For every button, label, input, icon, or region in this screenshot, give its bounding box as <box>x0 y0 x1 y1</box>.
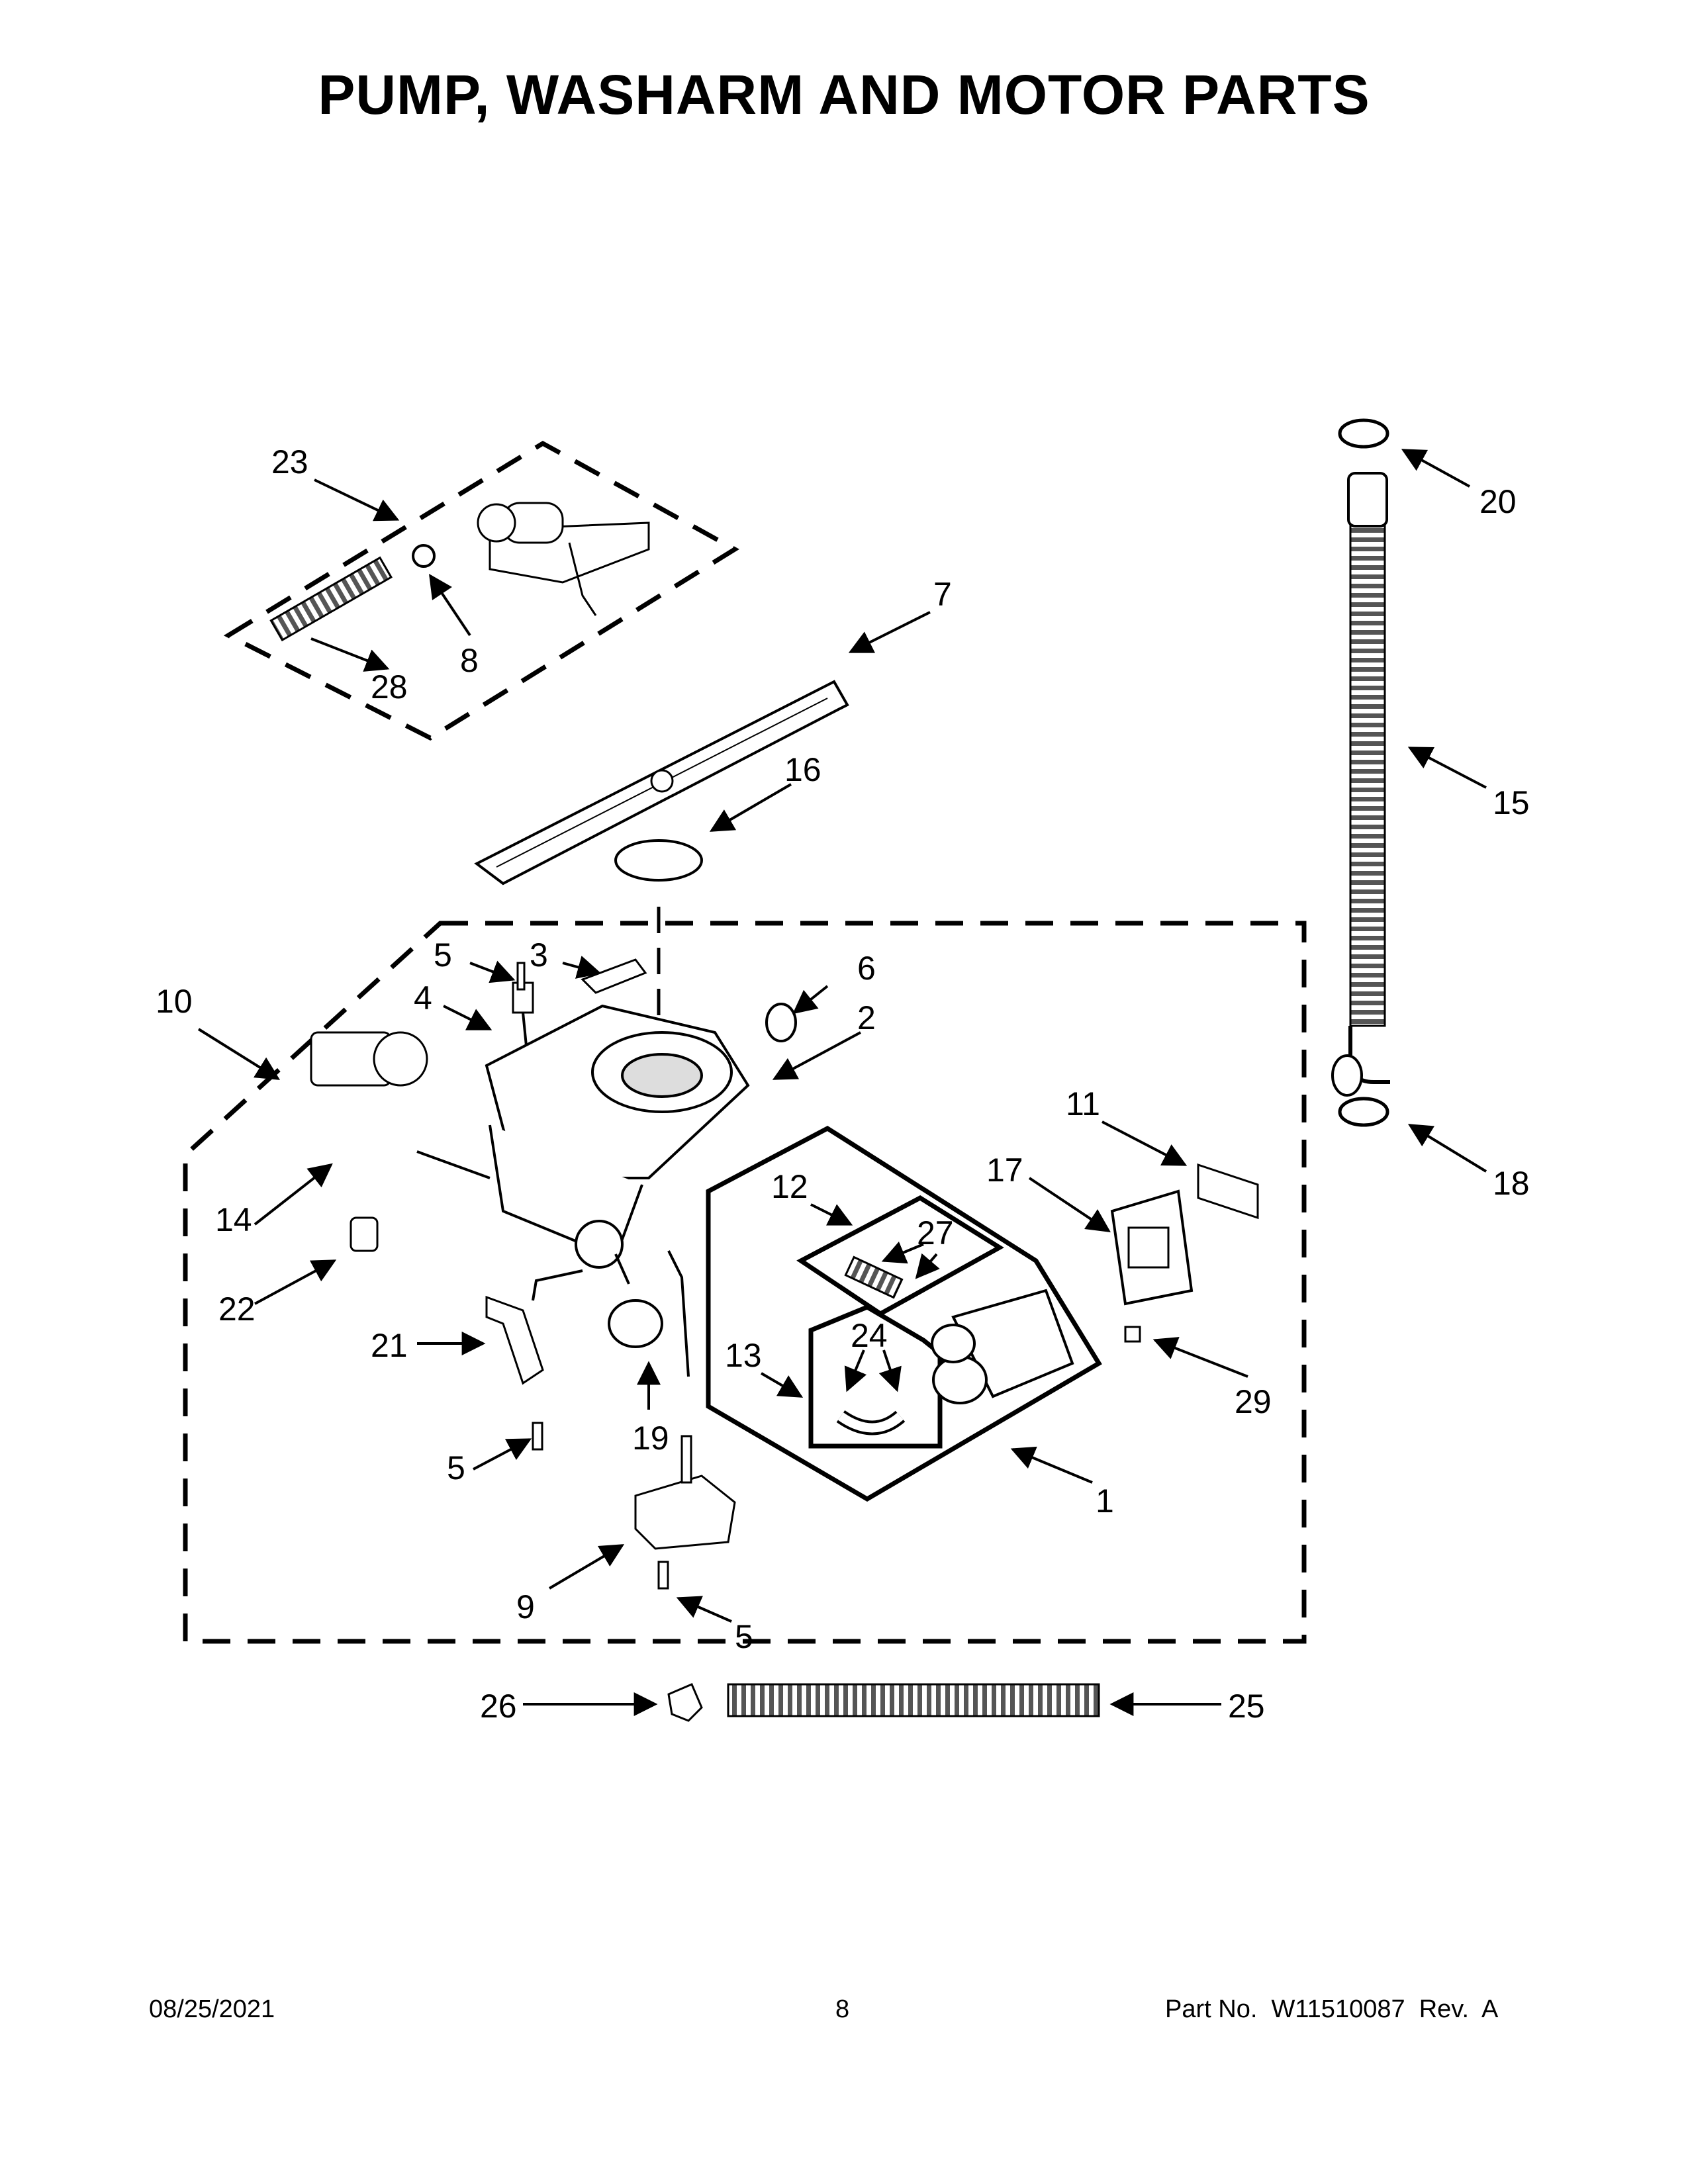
part-3-clip <box>581 958 647 994</box>
callout-19: 19 <box>632 1420 669 1457</box>
callout-18: 18 <box>1493 1165 1530 1202</box>
part-14-motor <box>310 1031 428 1087</box>
part-29-screw <box>1124 1326 1141 1343</box>
part-6-grommet <box>765 1003 797 1042</box>
callout-21: 21 <box>371 1327 408 1364</box>
screws-5 <box>516 962 669 1590</box>
callout-5-top: 5 <box>434 936 452 974</box>
callout-2: 2 <box>857 999 876 1036</box>
callout-5-mid: 5 <box>447 1449 465 1486</box>
callout-4: 4 <box>414 979 432 1017</box>
part-1-drain-pump <box>931 1289 1074 1404</box>
part-26-clip <box>667 1683 703 1722</box>
callout-28: 28 <box>371 668 408 705</box>
callout-24: 24 <box>851 1317 888 1354</box>
callout-13: 13 <box>725 1337 762 1374</box>
part-2-sump <box>485 1004 750 1269</box>
part-28-hose <box>269 556 393 642</box>
page-title: PUMP, WASHARM AND MOTOR PARTS <box>318 64 1370 126</box>
callout-29: 29 <box>1235 1383 1272 1420</box>
callout-16: 16 <box>784 751 821 788</box>
callout-11: 11 <box>1066 1085 1100 1122</box>
part-21-bracket <box>485 1295 544 1385</box>
group-box-12 <box>796 1195 1004 1317</box>
part-18-clamp <box>1338 1097 1389 1127</box>
callout-22: 22 <box>218 1291 256 1328</box>
callout-3: 3 <box>530 936 548 974</box>
callout-6: 6 <box>857 950 876 987</box>
part-16-seal <box>614 839 703 882</box>
part-27-hose <box>844 1255 904 1299</box>
part-20-clamp <box>1338 418 1389 449</box>
callout-23: 23 <box>271 443 308 480</box>
part-9-housing <box>634 1435 736 1550</box>
callout-8: 8 <box>460 642 479 679</box>
callout-5-bottom: 5 <box>735 1618 753 1655</box>
part-23-pump <box>477 502 650 616</box>
callout-7: 7 <box>933 576 952 613</box>
group-box-1 <box>706 1125 1102 1502</box>
callout-1: 1 <box>1096 1482 1114 1520</box>
part-25-hose <box>727 1683 1100 1717</box>
group-box-10 <box>183 921 1307 1644</box>
part-8-clamp <box>412 544 436 568</box>
callout-14: 14 <box>215 1201 252 1238</box>
callout-26: 26 <box>480 1688 517 1725</box>
group-box-23 <box>223 440 739 741</box>
part-11-shield <box>1197 1163 1259 1220</box>
callout-17: 17 <box>986 1152 1023 1189</box>
callout-20: 20 <box>1479 483 1517 520</box>
callout-25: 25 <box>1228 1688 1265 1725</box>
footer-part-number: Part No. W11510087 Rev. A <box>1165 1995 1499 2023</box>
callout-15: 15 <box>1493 784 1530 821</box>
footer-date: 08/25/2021 <box>149 1995 275 2023</box>
part-22-fuse <box>350 1216 379 1252</box>
footer-page-number: 8 <box>835 1995 850 2023</box>
part-17-bracket <box>1110 1189 1194 1306</box>
part-15-drain-hose <box>1349 522 1386 1027</box>
callout-12: 12 <box>771 1168 808 1205</box>
callout-9: 9 <box>516 1588 535 1625</box>
callout-10: 10 <box>156 983 193 1020</box>
callout-27: 27 <box>917 1214 954 1251</box>
part-19-valve <box>608 1299 663 1348</box>
